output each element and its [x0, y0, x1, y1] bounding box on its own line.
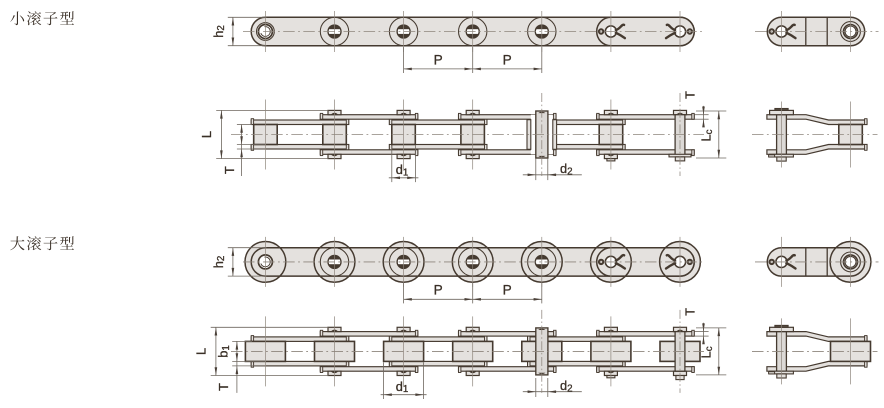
large-roller-side-view: h2 P P [211, 236, 879, 304]
dim-arrowhead [231, 267, 235, 277]
dim-arrowhead [235, 353, 239, 362]
dim-arrowhead [240, 149, 243, 158]
large-roller-plan-centerlines [231, 309, 878, 393]
dim-label-h2: h2 [211, 256, 227, 269]
dim-arrowhead [717, 366, 721, 375]
dim-arrowhead [231, 247, 235, 256]
small-roller-dim-Lc: Lc [696, 110, 727, 159]
section-title-small-roller: 小滚子型 [9, 10, 169, 28]
dim-label-T: T [216, 383, 231, 391]
dim-arrowhead [415, 393, 424, 396]
dim-arrowhead [702, 336, 705, 345]
dim-arrowhead [464, 67, 473, 71]
dim-arrowhead [214, 367, 218, 376]
dim-arrowhead [214, 327, 218, 336]
small-roller-plan-outer-plate [319, 149, 419, 155]
dim-arrowhead [717, 327, 721, 337]
small-roller-dim-label-P2: P [503, 52, 512, 67]
dim-label-d2: d2 [560, 378, 573, 394]
large-roller-dim-d1: d1 [380, 362, 427, 399]
dim-arrowhead [235, 341, 239, 350]
large-roller-plan-outer-plate [319, 331, 419, 337]
large-roller-plan-outer-plate [319, 366, 419, 372]
dim-arrowhead [472, 298, 481, 301]
dim-label-Lc: Lc [699, 346, 715, 358]
small-roller-dim-pitch: P P [403, 47, 543, 73]
small-roller-side-view: h2 P P [211, 11, 879, 73]
small-roller-dim-label-P1: P [434, 52, 443, 67]
large-roller-dim-label-P2: P [503, 283, 512, 298]
small-roller-plan-centerlines [231, 93, 878, 176]
dim-label-d1: d1 [396, 379, 409, 395]
dim-arrowhead [527, 173, 536, 177]
large-roller-dim-T-left: b1 T [215, 340, 266, 393]
dim-arrowhead [472, 67, 481, 71]
dim-arrowhead [391, 176, 400, 180]
dim-arrowhead [403, 298, 412, 301]
dim-arrowhead [702, 119, 705, 128]
dim-arrowhead [527, 390, 536, 393]
small-roller-dim-T-left: T [222, 124, 266, 176]
dim-arrowhead [464, 298, 473, 301]
large-roller-dim-pitch: P P [403, 283, 543, 304]
small-roller-plan-view: L T d1 d2 T Lc [199, 91, 878, 183]
dim-label-b1: b1 [215, 345, 231, 358]
dim-arrowhead [533, 298, 542, 301]
dim-label-d2: d2 [560, 161, 573, 177]
dim-arrowhead [547, 390, 557, 393]
dim-arrowhead [547, 173, 557, 177]
dim-label-Lc: Lc [699, 129, 715, 141]
large-roller-dim-T-right: T [682, 308, 709, 345]
large-roller-dim-L: L [194, 326, 329, 376]
dim-label-h2: h2 [211, 25, 227, 38]
large-roller-dim-d2: d2 [522, 378, 582, 397]
dim-arrowhead [407, 176, 416, 180]
section-title-large-roller: 大滚子型 [9, 235, 169, 253]
large-roller-plan-view: L b1 T d1 d2 T Lc [194, 308, 878, 399]
title-small-roller-glyphs [10, 11, 74, 26]
dim-label-d1: d1 [396, 162, 409, 178]
dim-label-T-right: T [682, 91, 697, 99]
small-roller-plan-outer-plate [319, 114, 419, 120]
dim-arrowhead [220, 150, 223, 159]
large-roller-side-centerlines [243, 236, 879, 287]
small-roller-dim-d1: d1 [388, 145, 419, 183]
dim-arrowhead [231, 37, 235, 46]
small-roller-dim-h2: h2 [211, 16, 267, 47]
large-roller-dim-Lc: Lc [696, 327, 727, 376]
dim-arrowhead [240, 136, 243, 145]
dim-arrowhead [240, 124, 243, 133]
dim-arrowhead [220, 110, 223, 119]
dim-label-L: L [199, 131, 214, 138]
dim-arrowhead [533, 67, 542, 71]
dim-arrowhead [717, 111, 721, 120]
small-roller-dim-T-right: T [682, 91, 709, 128]
small-roller-dim-L: L [199, 110, 329, 160]
dim-arrowhead [717, 149, 721, 158]
large-roller-dim-h2: h2 [211, 247, 267, 277]
dim-arrowhead [231, 17, 235, 26]
small-roller-side-centerlines [243, 11, 879, 52]
large-roller-dim-label-P1: P [434, 283, 443, 298]
dim-label-L: L [194, 348, 209, 355]
dim-arrowhead [383, 393, 392, 396]
small-roller-dim-d2: d2 [522, 158, 582, 181]
title-large-roller-glyphs [10, 236, 74, 251]
dim-label-T-right: T [682, 308, 697, 316]
dim-arrowhead [403, 67, 412, 71]
dim-label-T: T [222, 166, 237, 174]
dim-arrowhead [235, 365, 239, 375]
